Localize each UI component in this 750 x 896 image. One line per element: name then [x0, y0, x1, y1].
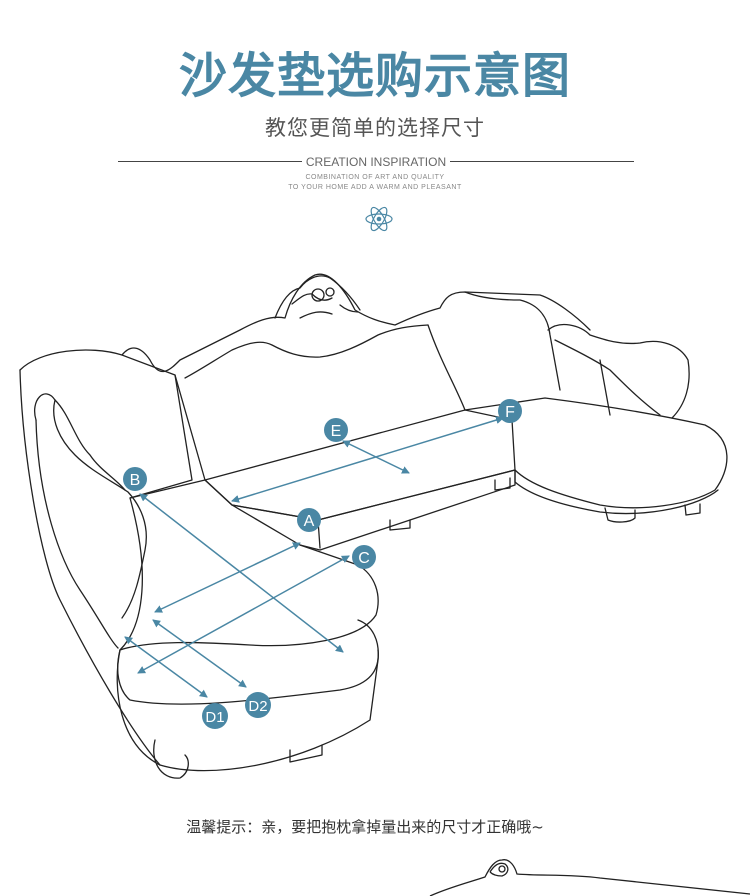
tagline-line-1: COMBINATION OF ART AND QUALITY: [305, 174, 445, 181]
next-sofa-preview: [429, 859, 750, 896]
long-seat-front: [231, 469, 516, 551]
label-d1: D1: [205, 709, 224, 726]
label-c: C: [358, 550, 370, 567]
back-inner: [174, 324, 466, 481]
left-arm-outline: [19, 349, 379, 772]
arrow-f: [231, 416, 504, 503]
page-subtitle: 教您更简单的选择尺寸: [265, 116, 485, 140]
tip-text: 温馨提示：亲，要把抱枕拿掉量出来的尺寸才正确哦~: [186, 818, 544, 836]
label-badge-f: F: [498, 399, 522, 423]
back-top: [121, 273, 591, 373]
divider-text: CREATION INSPIRATION: [301, 155, 451, 169]
atom-icon: [365, 206, 393, 232]
tagline-line-2: TO YOUR HOME ADD A WARM AND PLEASANT: [288, 184, 462, 191]
label-a: A: [304, 513, 315, 530]
long-seat-top: [204, 409, 516, 521]
label-d2: D2: [248, 698, 267, 715]
label-b: B: [130, 472, 141, 489]
left-carving: [34, 393, 147, 619]
chaise-outline: [464, 397, 728, 509]
sofa-diagram: E F A B C D1 D2: [19, 273, 728, 779]
label-badge-c: C: [352, 545, 376, 569]
right-arm: [464, 291, 690, 419]
left-arm-front: [19, 369, 161, 766]
label-f: F: [505, 404, 515, 421]
label-badge-a: A: [297, 508, 321, 532]
label-e: E: [331, 423, 342, 440]
label-badge-d2: D2: [245, 692, 271, 718]
page-title: 沙发垫选购示意图: [178, 48, 571, 104]
sofa-legs: [153, 477, 701, 779]
left-arm-inner: [35, 419, 119, 649]
arrow-d2: [152, 619, 247, 688]
label-badge-b: B: [123, 467, 147, 491]
label-badge-d1: D1: [202, 703, 228, 729]
label-badge-e: E: [324, 418, 348, 442]
arrow-d1: [124, 636, 208, 698]
divider: CREATION INSPIRATION: [118, 152, 634, 172]
arrow-c: [137, 555, 350, 674]
